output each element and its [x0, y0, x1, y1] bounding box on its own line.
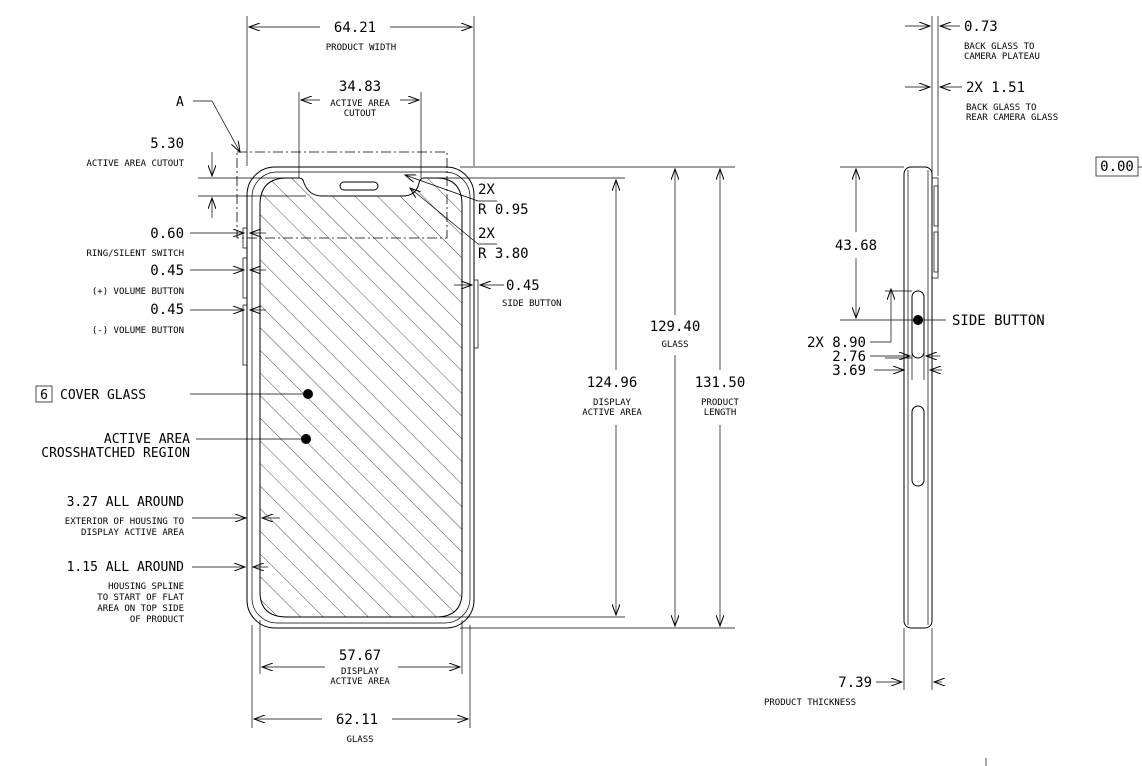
d369-value: 3.69	[832, 363, 866, 379]
camera-lens-2	[933, 231, 939, 273]
cover-glass-box	[35, 385, 53, 403]
rear-glass-line-2: REAR CAMERA GLASS	[966, 113, 1058, 123]
plateau-value: 0.73	[964, 19, 998, 35]
glass-outline	[251, 171, 471, 624]
volume-down-button	[242, 304, 248, 366]
cover-glass-number: 6	[40, 388, 48, 403]
side-button-value: 0.45	[506, 278, 540, 294]
spline-line-3: AREA ON TOP SIDE	[97, 604, 184, 614]
spline-value: 1.15 ALL AROUND	[67, 560, 185, 575]
cutout-width-label-2: CUTOUT	[344, 109, 377, 119]
side-button-shape	[473, 279, 479, 349]
product-length-line-2: LENGTH	[704, 408, 737, 418]
datum-box	[1095, 156, 1139, 177]
d276-value: 2.76	[832, 349, 866, 365]
vol-up-label: (+) VOLUME BUTTON	[92, 287, 184, 297]
glass-width-value: 62.11	[336, 712, 378, 728]
rear-glass-line-1: BACK GLASS TO	[966, 103, 1036, 113]
active-area-line-2: CROSSHATCHED REGION	[41, 446, 190, 461]
glass-width-label: GLASS	[346, 735, 373, 745]
detail-marker: A	[176, 95, 184, 110]
ring-switch-value: 0.60	[150, 226, 184, 242]
vol-down-label: (-) VOLUME BUTTON	[92, 326, 184, 336]
radius-large-count: 2X	[478, 226, 495, 242]
active-width-value: 57.67	[339, 648, 381, 664]
cutout-width-label-1: ACTIVE AREA	[330, 99, 390, 109]
camera-lens-1	[933, 185, 939, 227]
earpiece	[339, 181, 379, 191]
active-length-line-1: DISPLAY	[593, 398, 632, 408]
side-view-button-label: SIDE BUTTON	[952, 313, 1045, 329]
thickness-value: 7.39	[838, 675, 872, 691]
product-width-value: 64.21	[334, 20, 376, 36]
spline-line-4: OF PRODUCT	[130, 615, 185, 625]
exterior-value: 3.27 ALL AROUND	[67, 495, 185, 510]
spline-line-1: HOUSING SPLINE	[108, 582, 184, 592]
active-width-line-1: DISPLAY	[341, 667, 380, 677]
vol-up-value: 0.45	[150, 263, 184, 279]
active-length-line-2: ACTIVE AREA	[582, 408, 642, 418]
plateau-line-1: BACK GLASS TO	[964, 42, 1034, 52]
active-area-region	[259, 177, 463, 618]
camera-plateau	[931, 177, 939, 279]
datum-value: 0.00	[1100, 159, 1134, 175]
spline-line-2: TO START OF FLAT	[97, 593, 184, 603]
radius-small-value: R 0.95	[478, 202, 529, 218]
housing-outline	[246, 166, 475, 629]
active-length-value: 124.96	[587, 375, 638, 391]
cutout-height-value: 5.30	[150, 136, 184, 152]
active-area-dot	[301, 434, 311, 444]
rear-glass-value: 2X 1.51	[966, 80, 1025, 96]
product-length-value: 131.50	[695, 375, 746, 391]
thickness-label: PRODUCT THICKNESS	[764, 698, 856, 708]
glass-length-label: GLASS	[661, 340, 688, 350]
glass-length-value: 129.40	[650, 319, 701, 335]
cover-glass-dot	[303, 389, 313, 399]
radius-large-value: R 3.80	[478, 246, 529, 262]
active-width-line-2: ACTIVE AREA	[330, 677, 390, 687]
radius-small-count: 2X	[478, 182, 495, 198]
cutout-width-value: 34.83	[339, 79, 381, 95]
lower-slot	[911, 405, 925, 487]
exterior-line-2: DISPLAY ACTIVE AREA	[81, 528, 185, 538]
side-view: 0.73 BACK GLASS TO CAMERA PLATEAU 2X 1.5…	[764, 16, 1142, 766]
side-button-label: SIDE BUTTON	[502, 299, 562, 309]
active-area-line-1: ACTIVE AREA	[104, 432, 190, 447]
exterior-line-1: EXTERIOR OF HOUSING TO	[65, 517, 184, 527]
button-length-value: 2X 8.90	[807, 335, 866, 351]
product-length-line-1: PRODUCT	[701, 398, 740, 408]
vol-down-value: 0.45	[150, 302, 184, 318]
detail-a-box	[236, 151, 448, 239]
side-button-slot	[911, 290, 925, 359]
offset-43-value: 43.68	[835, 238, 877, 254]
cutout-height-label: ACTIVE AREA CUTOUT	[86, 159, 184, 169]
front-view: A 64.21 PRODUCT WIDTH 34.83 ACTIVE AREA …	[35, 16, 746, 745]
side-body-outline	[903, 166, 933, 629]
product-width-label: PRODUCT WIDTH	[326, 43, 396, 53]
plateau-line-2: CAMERA PLATEAU	[964, 52, 1040, 62]
ring-switch-label: RING/SILENT SWITCH	[86, 249, 184, 259]
volume-up-button	[242, 257, 248, 299]
cover-glass-label: COVER GLASS	[60, 388, 146, 403]
